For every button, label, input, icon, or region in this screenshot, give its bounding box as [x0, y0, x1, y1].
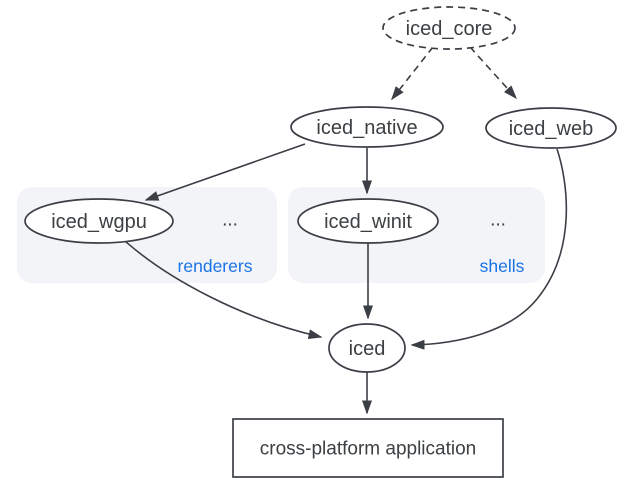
node-iced_winit-shape: [297, 198, 439, 244]
edge-iced_core-iced_web: [469, 46, 518, 100]
shells-ellipsis: ...: [490, 210, 506, 231]
node-iced_winit: iced_winit: [297, 198, 439, 244]
node-cross-platform-application: cross-platform application: [232, 418, 504, 478]
edge-iced_wgpu-iced: [124, 240, 323, 340]
edge-iced_native-iced_wgpu: [144, 143, 306, 201]
node-iced: iced: [328, 323, 406, 373]
node-cross-platform-application-shape: [232, 418, 504, 478]
node-iced-label: iced: [349, 338, 386, 360]
node-iced-shape: [328, 323, 406, 373]
node-iced_winit-label: iced_winit: [324, 211, 412, 233]
node-iced_native-shape: [290, 106, 444, 148]
renderers-group-label: renderers: [178, 256, 253, 276]
node-iced_web: iced_web: [485, 107, 617, 149]
node-iced_wgpu-label: iced_wgpu: [51, 211, 147, 233]
node-iced_core: iced_core: [382, 6, 516, 50]
edge-iced_web-iced: [410, 148, 568, 350]
node-iced_core-label: iced_core: [406, 18, 493, 40]
node-iced_web-label: iced_web: [509, 118, 594, 140]
node-iced_wgpu: iced_wgpu: [24, 198, 174, 244]
node-iced_wgpu-shape: [24, 198, 174, 244]
node-iced_core-shape: [382, 6, 516, 50]
node-iced_native-label: iced_native: [316, 117, 417, 139]
edge-iced_core-iced_native: [391, 46, 434, 101]
node-cross-platform-application-label: cross-platform application: [260, 439, 476, 460]
renderers-ellipsis: ...: [222, 210, 238, 231]
node-iced_native: iced_native: [290, 106, 444, 148]
node-iced_web-shape: [485, 107, 617, 149]
shells-group-label: shells: [480, 256, 525, 276]
